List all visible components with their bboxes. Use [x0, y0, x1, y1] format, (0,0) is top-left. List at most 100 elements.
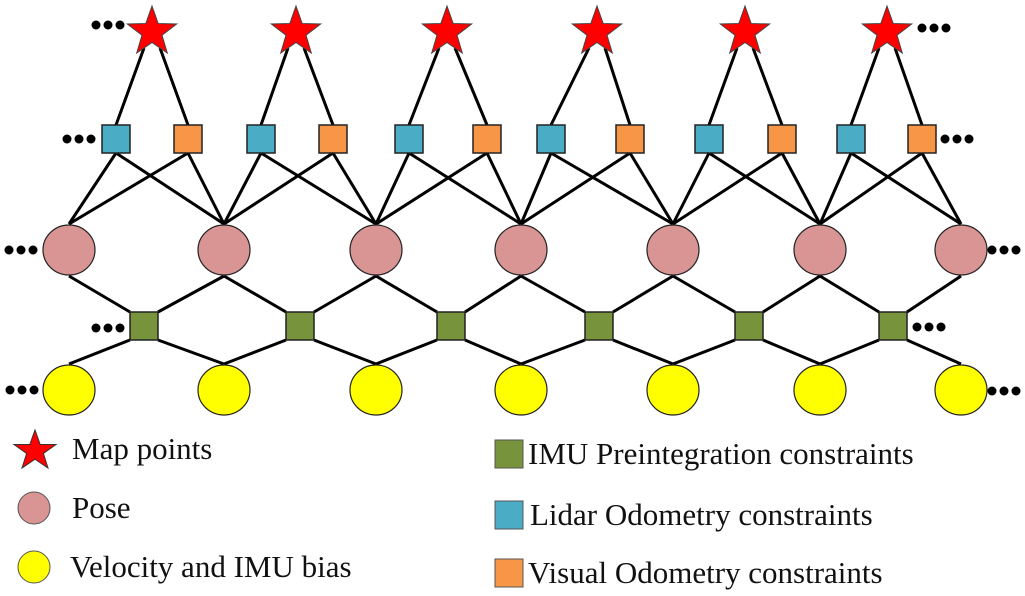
- ellipsis-dot: [952, 134, 962, 144]
- imu-factor: [285, 311, 315, 341]
- ellipsis-dot: [917, 23, 927, 33]
- edge-lidar-pose: [408, 151, 522, 226]
- ellipsis-dot: [1011, 245, 1021, 255]
- edge-imu-pose: [68, 274, 131, 314]
- edge-visual-pose: [68, 151, 189, 226]
- edge-lidar-pose: [708, 151, 821, 226]
- ellipsis-odometry-left: [62, 134, 96, 144]
- pose-node: [42, 224, 96, 276]
- edge-imu-pose: [375, 274, 438, 314]
- edge-lidar-pose: [818, 152, 853, 225]
- ellipsis-dot: [28, 245, 38, 255]
- ellipsis-dot: [86, 134, 96, 144]
- lidar-factor: [101, 124, 131, 154]
- lidar-factor: [694, 124, 724, 154]
- ellipsis-dot: [5, 385, 15, 395]
- ellipsis-dot: [62, 134, 72, 144]
- edge-lidar-pose: [671, 152, 711, 225]
- edge-imu-pose: [819, 274, 880, 314]
- edge-imu-velocity: [906, 338, 962, 366]
- ellipsis-dot: [940, 134, 950, 144]
- ellipsis-dot: [999, 386, 1009, 396]
- ellipsis-dot: [964, 134, 974, 144]
- legend-label-imu: IMU Preintegration constraints: [528, 436, 914, 471]
- legend-item-lidar: Lidar Odometry constraints: [494, 497, 873, 533]
- edge-map-visual: [603, 47, 632, 126]
- edge-visual-pose: [223, 151, 334, 226]
- edge-map-visual: [453, 47, 489, 126]
- edge-map-lidar: [549, 47, 591, 126]
- ellipsis-imu-left: [91, 323, 125, 333]
- legend-imu-shape: [494, 439, 524, 469]
- ellipsis-dot: [936, 322, 946, 332]
- edge-visual-pose: [672, 151, 783, 226]
- velocity-bias-node: [197, 364, 251, 416]
- edge-visual-pose: [780, 152, 822, 225]
- edge-imu-pose: [906, 274, 962, 314]
- legend-item-visual: Visual Odometry constraints: [494, 555, 883, 591]
- edge-imu-pose: [157, 274, 225, 314]
- edge-imu-velocity: [672, 338, 736, 366]
- edge-map-lidar: [707, 47, 739, 126]
- edge-lidar-pose: [519, 152, 553, 225]
- edge-lidar-pose: [374, 152, 411, 225]
- pose-node: [349, 224, 403, 276]
- edge-map-lidar: [114, 47, 146, 126]
- edge-visual-pose: [375, 151, 488, 226]
- velocity-circle-icon: [17, 550, 51, 584]
- ellipsis-dot: [17, 385, 27, 395]
- velocity-bias-node: [349, 364, 403, 416]
- edge-imu-pose: [762, 274, 821, 314]
- imu-factor: [129, 311, 159, 341]
- edge-imu-velocity: [819, 338, 880, 366]
- edge-visual-pose: [520, 151, 631, 226]
- ellipsis-dot: [924, 322, 934, 332]
- ellipsis-dot: [912, 322, 922, 332]
- pose-circle-icon: [17, 491, 51, 525]
- edge-lidar-pose: [115, 151, 225, 226]
- imu-factor: [734, 311, 764, 341]
- pose-node: [494, 224, 548, 276]
- edge-visual-pose: [628, 152, 675, 225]
- ellipsis-dot: [103, 20, 113, 30]
- edge-visual-pose: [485, 152, 523, 225]
- legend-visual-shape: [494, 558, 524, 588]
- edge-map-visual: [893, 47, 924, 126]
- edge-imu-pose: [313, 274, 377, 314]
- legend-lidar-shape: [494, 500, 524, 530]
- ellipsis-dot: [4, 245, 14, 255]
- edge-lidar-pose: [850, 151, 962, 226]
- ellipsis-dot: [16, 245, 26, 255]
- ellipsis-dot: [941, 23, 951, 33]
- edge-imu-pose: [223, 274, 287, 314]
- edge-imu-velocity: [375, 338, 438, 366]
- ellipsis-pose-right: [987, 245, 1021, 255]
- lidar-square-icon: [494, 500, 524, 530]
- edge-imu-velocity: [157, 338, 225, 366]
- ellipsis-dot: [1011, 386, 1021, 396]
- velocity-bias-node: [42, 364, 96, 416]
- legend-item-velocity-bias: Velocity and IMU bias: [16, 549, 352, 585]
- map-point-star: [125, 4, 179, 55]
- pose-node: [934, 224, 988, 276]
- legend-label-map-points: Map points: [72, 431, 213, 466]
- edge-map-visual: [302, 47, 335, 126]
- legend-label-visual: Visual Odometry constraints: [528, 555, 883, 590]
- edge-visual-pose: [186, 152, 226, 225]
- star-icon: [12, 428, 58, 470]
- visual-factor: [318, 124, 348, 154]
- imu-factor: [584, 311, 614, 341]
- ellipsis-dot: [91, 20, 101, 30]
- imu-factor: [436, 311, 466, 341]
- map-point-star: [860, 4, 914, 55]
- legend-item-imu: IMU Preintegration constraints: [494, 436, 914, 472]
- visual-factor: [615, 124, 645, 154]
- velocity-bias-node: [793, 364, 847, 416]
- ellipsis-velocity-left: [5, 385, 39, 395]
- edge-imu-velocity: [223, 338, 287, 366]
- edge-visual-pose: [331, 152, 378, 225]
- pose-node: [646, 224, 700, 276]
- legend-pose-shape: [17, 491, 51, 525]
- map-point-star: [269, 4, 323, 55]
